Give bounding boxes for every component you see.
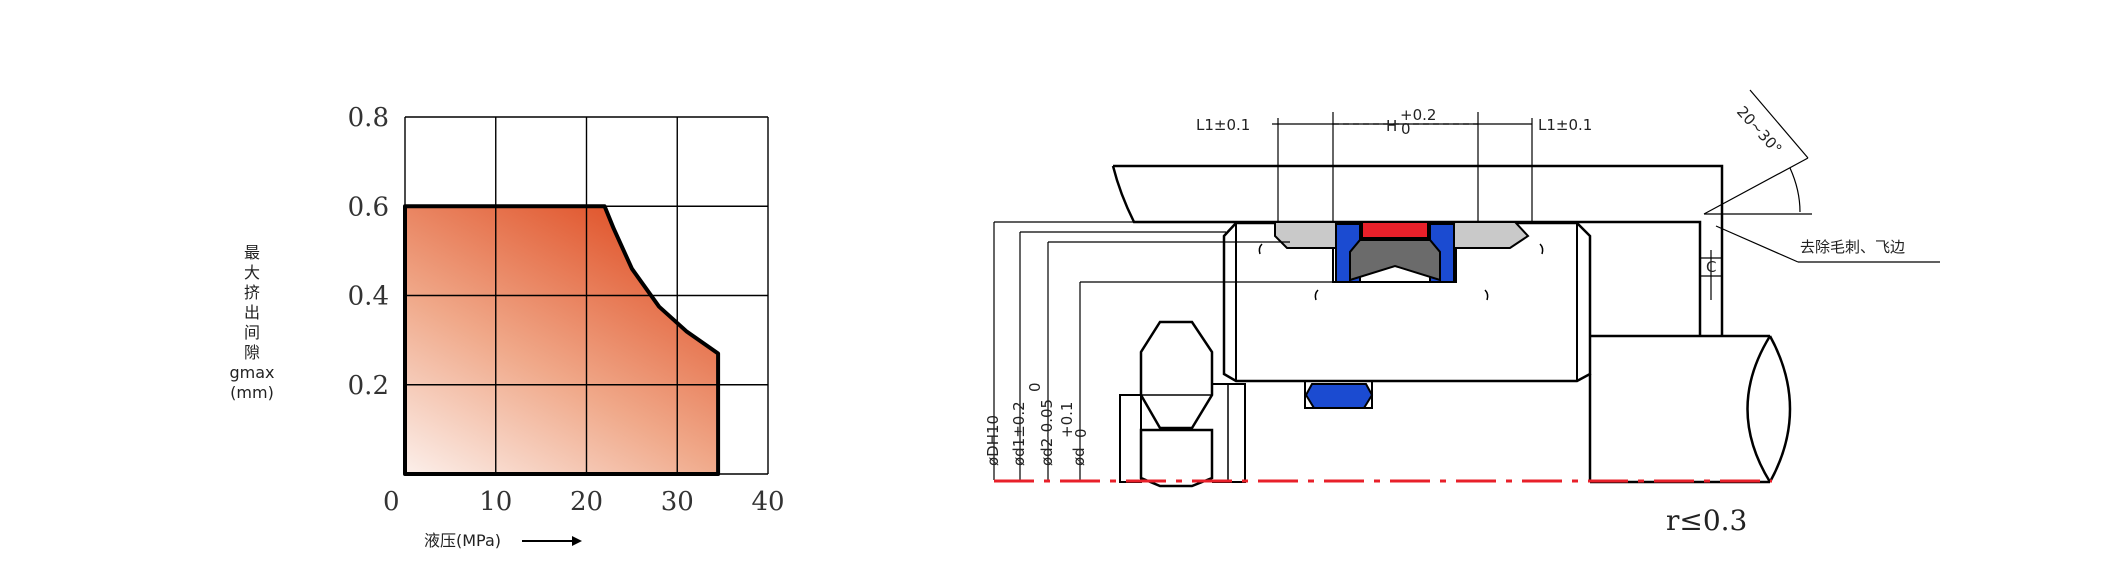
dim-d2: ød2-0.05 (1038, 399, 1056, 466)
radius-note: r≤0.3 (1666, 504, 1747, 537)
x-axis-label: 液压(MPa) (424, 531, 501, 550)
seal-installation-drawing (1111, 164, 1792, 488)
hex-nut (1119, 320, 1246, 488)
y-label-line: gmax (229, 363, 274, 382)
y-tick-label: 0.4 (348, 282, 389, 312)
y-tick-label: 0.8 (348, 103, 389, 133)
o-ring-lower (1304, 383, 1374, 409)
dim-d-tol: +0.1 (1058, 402, 1076, 438)
rod-end-curve (1746, 335, 1792, 483)
x-tick-label: 40 (751, 487, 784, 517)
y-axis-ticks: 0.2 0.4 0.6 0.8 (348, 103, 389, 401)
dimension-lines (993, 89, 1940, 480)
seal-groove (1332, 223, 1457, 283)
seal-assembly (1274, 221, 1530, 409)
y-tick-label: 0.2 (348, 371, 389, 401)
dim-dh: øDH10 (984, 415, 1002, 466)
x-axis-ticks: 0 10 20 30 40 (383, 487, 785, 517)
extrusion-gap-area (403, 204, 721, 476)
dim-c: C (1706, 258, 1716, 276)
y-label-line: 隙 (244, 343, 260, 362)
seal-gray-core (1349, 239, 1441, 282)
dim-d: ød (1070, 447, 1088, 466)
x-tick-label: 10 (479, 487, 512, 517)
dim-h-tol-low: 0 (1401, 120, 1411, 138)
y-label-line: 最 (244, 243, 260, 262)
y-label-line: 间 (244, 323, 260, 342)
radius-marks (1258, 243, 1544, 301)
seal-red-top (1361, 221, 1429, 239)
dim-d-tol-low: 0 (1072, 428, 1090, 438)
angle-label: 20~30° (1733, 103, 1785, 158)
y-label-line: (mm) (230, 383, 274, 402)
dim-l1-left: L1±0.1 (1196, 116, 1250, 134)
x-axis-arrow (522, 536, 582, 546)
y-label-line: 出 (244, 303, 260, 322)
dim-l1-right: L1±0.1 (1538, 116, 1592, 134)
y-label-line: 挤 (244, 283, 260, 302)
chart-grid (404, 116, 769, 475)
dim-d2-top: 0 (1026, 382, 1044, 392)
dim-h-tol: +0.2 (1400, 106, 1436, 124)
x-tick-label: 0 (383, 487, 400, 517)
x-tick-label: 20 (570, 487, 603, 517)
y-label-line: 大 (244, 263, 260, 282)
x-tick-label: 30 (661, 487, 694, 517)
y-tick-label: 0.6 (348, 192, 389, 222)
dim-d1: ød1±0.2 (1010, 401, 1028, 466)
piston-rod (1588, 334, 1770, 484)
dim-h: H (1386, 117, 1397, 135)
deburr-note: 去除毛刺、飞边 (1800, 238, 1905, 256)
